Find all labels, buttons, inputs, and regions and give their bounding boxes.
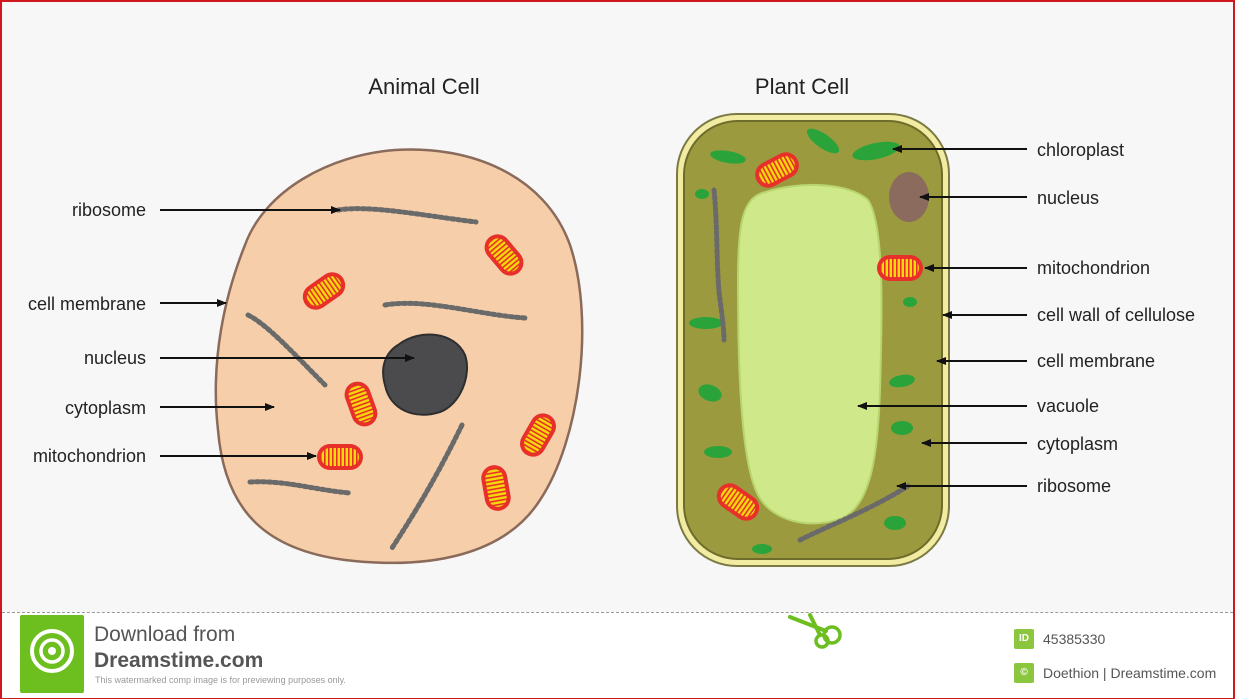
plant-ribosome-chains	[711, 187, 911, 543]
plant-label-cell-wall: cell wall of cellulose	[1037, 305, 1195, 325]
animal-cell-title: Animal Cell	[368, 74, 479, 99]
plant-cell-vacuole	[736, 184, 883, 525]
copyright-badge: ©	[1014, 663, 1034, 683]
dreamstime-logo	[20, 615, 84, 693]
plant-cell-nucleus	[889, 172, 929, 222]
site-name[interactable]: Dreamstime.com	[94, 649, 264, 672]
animal-label-nucleus: nucleus	[84, 348, 146, 368]
plant-label-cell-membrane: cell membrane	[1037, 351, 1155, 371]
scissors-icon	[788, 613, 842, 649]
watermark-footer: Download from Dreamstime.com This waterm…	[2, 612, 1233, 698]
plant-label-ribosome: ribosome	[1037, 476, 1111, 496]
plant-label-cytoplasm: cytoplasm	[1037, 434, 1118, 454]
id-badge: ID	[1014, 629, 1034, 649]
animal-label-ribosome: ribosome	[72, 200, 146, 220]
animal-label-mitochondrion: mitochondrion	[33, 446, 146, 466]
download-text: Download from	[94, 623, 236, 646]
animal-cell-nucleus	[382, 333, 468, 416]
image-id: 45385330	[1043, 631, 1106, 647]
chloroplasts	[689, 128, 917, 554]
animal-label-cell-membrane: cell membrane	[28, 294, 146, 314]
plant-label-mitochondrion: mitochondrion	[1037, 258, 1150, 278]
plant-label-chloroplast: chloroplast	[1037, 140, 1124, 160]
author-credit: Doethion | Dreamstime.com	[1043, 665, 1217, 681]
plant-label-nucleus: nucleus	[1037, 188, 1099, 208]
animal-label-cytoplasm: cytoplasm	[65, 398, 146, 418]
plant-cell-title: Plant Cell	[755, 74, 849, 99]
cell-diagram: Animal Cell ribosome cell membrane nucle…	[28, 74, 1195, 567]
plant-label-vacuole: vacuole	[1037, 396, 1099, 416]
animal-ribosome-chains	[245, 206, 528, 551]
swirl-icon	[30, 629, 74, 673]
watermark-note: This watermarked comp image is for previ…	[95, 675, 346, 685]
